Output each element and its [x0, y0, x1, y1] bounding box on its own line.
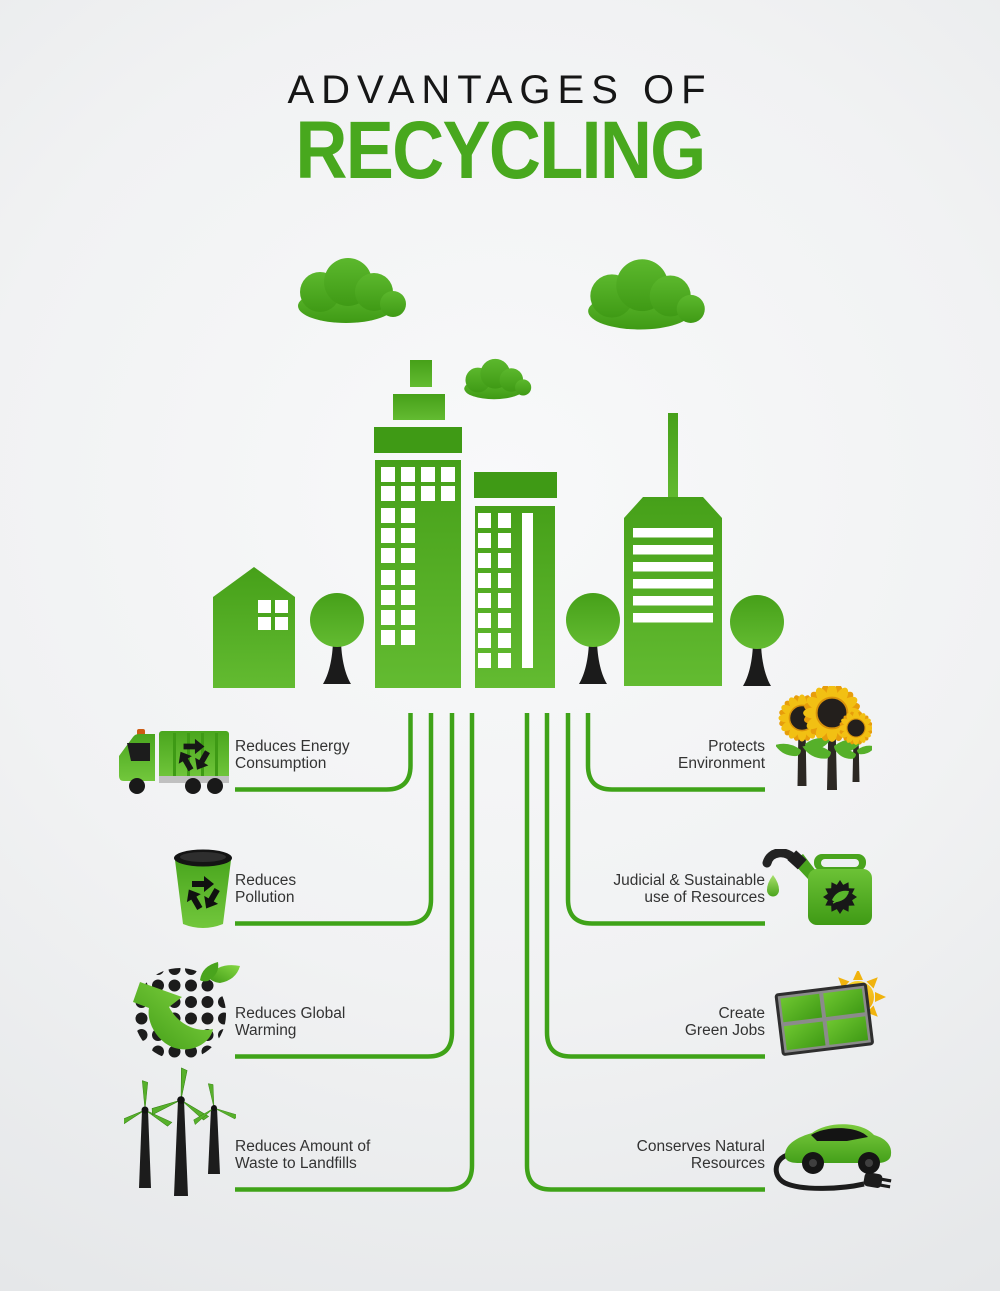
recycle-bin-icon	[174, 849, 232, 928]
label-line-1: Reduces Energy	[235, 738, 350, 755]
cloud-icon	[298, 258, 406, 323]
item-label-protects-environment: Protects Environment	[565, 738, 765, 772]
mid-building-icon	[474, 472, 557, 688]
label-line-2: Consumption	[235, 755, 327, 772]
label-line-1: Judicial & Sustainable	[613, 872, 765, 889]
item-label-reduces-landfills: Reduces Amount of Waste to Landfills	[235, 1138, 435, 1172]
label-line-1: Reduces Amount of	[235, 1138, 371, 1155]
fuel-can-icon	[762, 849, 872, 925]
connector-conserves-resources	[524, 713, 765, 1192]
item-label-conserves-resources: Conserves Natural Resources	[565, 1138, 765, 1172]
tree-icon	[730, 595, 784, 686]
electric-car-icon	[773, 1124, 892, 1191]
right-building-icon	[624, 413, 722, 686]
tree-icon	[310, 593, 364, 684]
label-line-2: Pollution	[235, 889, 295, 906]
label-line-1: Create	[718, 1005, 765, 1022]
label-line-2: use of Resources	[644, 889, 765, 906]
item-label-reduces-energy: Reduces Energy Consumption	[235, 738, 435, 772]
label-line-1: Protects	[708, 738, 765, 755]
label-line-2: Resources	[690, 1155, 765, 1172]
sunflowers-icon	[776, 686, 872, 790]
label-line-1: Reduces	[235, 872, 297, 889]
title-block: ADVANTAGES OF RECYCLING	[0, 70, 1000, 192]
label-line-1: Conserves Natural	[636, 1138, 765, 1155]
label-line-2: Green Jobs	[684, 1022, 765, 1039]
label-line-1: Reduces Global	[235, 1005, 346, 1022]
garbage-truck-icon	[119, 729, 229, 794]
item-label-reduces-warming: Reduces Global Warming	[235, 1005, 435, 1039]
globe-leaf-icon	[133, 962, 240, 1060]
title-line-1: ADVANTAGES OF	[287, 68, 713, 112]
tall-building-icon	[374, 360, 462, 688]
label-line-2: Waste to Landfills	[235, 1155, 357, 1172]
title-line-2: RECYCLING	[295, 105, 706, 196]
item-label-reduces-pollution: Reduces Pollution	[235, 872, 435, 906]
label-line-2: Environment	[677, 755, 765, 772]
connector-reduces-landfills	[235, 713, 475, 1192]
wind-turbines-icon	[124, 1066, 236, 1196]
cloud-icon	[588, 259, 705, 330]
solar-panel-icon	[774, 971, 886, 1056]
cloud-icon	[464, 358, 532, 400]
house-icon	[213, 567, 295, 688]
label-line-2: Warming	[235, 1022, 297, 1039]
plug-icon	[863, 1172, 892, 1189]
green-city-illustration	[213, 258, 784, 688]
item-label-sustainable-resources: Judicial & Sustainable use of Resources	[565, 872, 765, 906]
tree-icon	[566, 593, 620, 684]
item-label-create-green-jobs: Create Green Jobs	[565, 1005, 765, 1039]
